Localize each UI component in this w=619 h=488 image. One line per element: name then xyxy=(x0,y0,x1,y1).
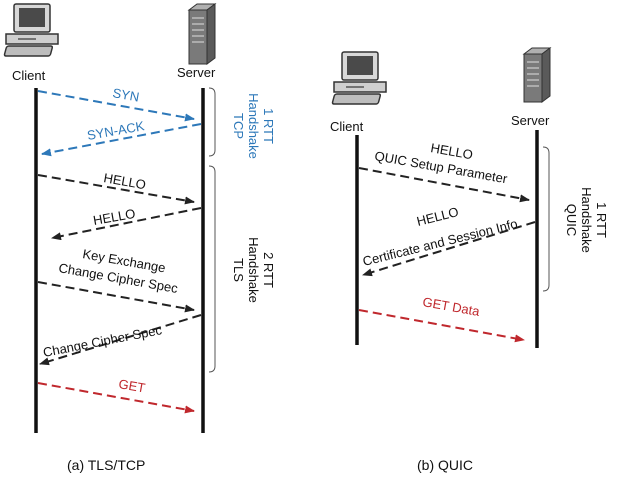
quic-brace-label: QUIC Handshake 1 RTT xyxy=(564,187,609,253)
client-computer-icon xyxy=(3,3,59,57)
tls-brace xyxy=(208,165,216,373)
quic-hello-to-server-label: HELLO xyxy=(429,140,474,162)
server-label-b: Server xyxy=(511,113,550,128)
caption-a: (a) TLS/TCP xyxy=(67,457,145,473)
get-arrow xyxy=(37,382,195,414)
key-exchange-arrow xyxy=(37,281,195,313)
svg-text:Handshake: Handshake xyxy=(579,187,594,253)
quic-hello-to-client-label: HELLO xyxy=(415,204,460,229)
certificate-session-info-label: Certificate and Session Info xyxy=(361,216,519,269)
get-data-arrow xyxy=(358,309,525,343)
tls-brace-label: TLS Handshake 2 RTT xyxy=(231,237,276,303)
change-cipher-spec-arrow xyxy=(39,314,202,366)
svg-text:Handshake: Handshake xyxy=(246,237,261,303)
syn-ack-arrow xyxy=(41,123,202,157)
syn-label: SYN xyxy=(111,85,140,104)
quic-hello-to-client-arrow xyxy=(362,221,536,277)
svg-text:1 RTT: 1 RTT xyxy=(261,108,276,144)
hello-to-server-label: HELLO xyxy=(102,170,147,192)
server-label-a: Server xyxy=(177,65,216,80)
client-label-b: Client xyxy=(330,119,364,134)
get-data-label: GET Data xyxy=(421,294,481,319)
svg-text:QUIC: QUIC xyxy=(564,204,579,237)
tcp-brace-label: TCP Handshake 1 RTT xyxy=(231,93,276,159)
tcp-brace xyxy=(208,87,216,157)
svg-text:2 RTT: 2 RTT xyxy=(261,252,276,288)
svg-text:Handshake: Handshake xyxy=(246,93,261,159)
syn-arrow xyxy=(37,90,195,122)
svg-text:TCP: TCP xyxy=(231,113,246,139)
client-label-a: Client xyxy=(12,68,46,83)
hello-to-client-arrow xyxy=(51,207,202,241)
svg-text:1 RTT: 1 RTT xyxy=(594,202,609,238)
hello-to-client-label: HELLO xyxy=(92,206,137,228)
change-cipher-spec-label-2: Change Cipher Spec xyxy=(42,322,164,360)
hello-to-server-arrow xyxy=(37,174,195,205)
caption-b: (b) QUIC xyxy=(417,457,473,473)
server-icon xyxy=(187,3,217,65)
server-icon xyxy=(522,47,552,103)
get-label: GET xyxy=(117,376,146,395)
svg-text:TLS: TLS xyxy=(231,258,246,282)
client-computer-icon xyxy=(331,51,387,105)
quic-brace xyxy=(542,146,550,292)
quic-hello-to-server-arrow xyxy=(358,167,530,203)
